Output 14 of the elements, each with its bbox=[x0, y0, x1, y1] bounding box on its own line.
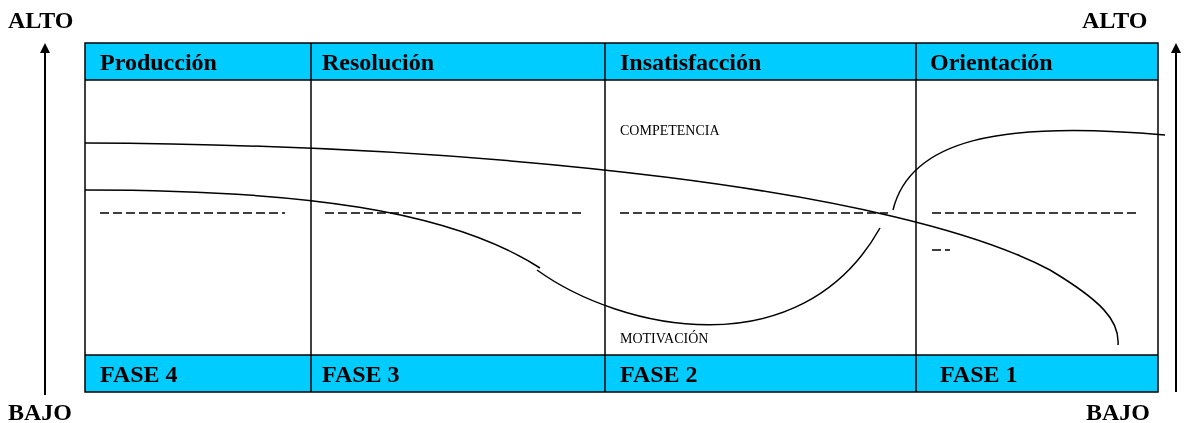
phase-number: FASE 4 bbox=[100, 362, 178, 386]
phase-heading: Producción bbox=[100, 50, 217, 74]
curve-label: COMPETENCIA bbox=[620, 124, 720, 138]
level-label: ALTO bbox=[8, 8, 74, 32]
level-label: BAJO bbox=[1086, 400, 1150, 423]
phase-number: FASE 2 bbox=[620, 362, 698, 386]
phase-heading: Orientación bbox=[930, 50, 1053, 74]
level-label: BAJO bbox=[8, 400, 72, 423]
level-label: ALTO bbox=[1082, 8, 1148, 32]
phase-number: FASE 3 bbox=[322, 362, 400, 386]
phase-number: FASE 1 bbox=[940, 362, 1018, 386]
curve-label: MOTIVACIÓN bbox=[620, 332, 709, 346]
phase-heading: Insatisfacción bbox=[620, 50, 762, 74]
phase-heading: Resolución bbox=[322, 50, 434, 74]
